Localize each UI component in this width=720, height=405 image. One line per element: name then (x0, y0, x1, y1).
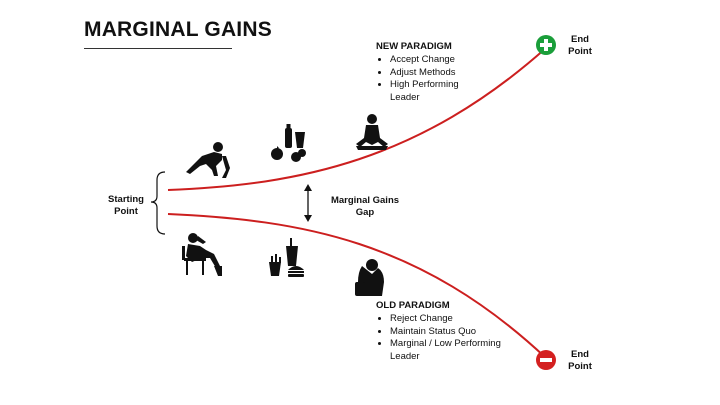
new-paradigm-heading: NEW PARADIGM (376, 41, 452, 52)
end-point-bottom-line2: Point (568, 361, 592, 372)
title-underline (84, 48, 232, 49)
list-item: Reject Change (390, 313, 536, 326)
end-point-bottom-label: End Point (562, 349, 598, 373)
end-point-bottom-line1: End (571, 349, 589, 360)
sad-sitting-icon (355, 259, 384, 296)
new-paradigm-block: NEW PARADIGM Accept Change Adjust Method… (376, 41, 526, 104)
old-paradigm-block: OLD PARADIGM Reject Change Maintain Stat… (376, 300, 536, 363)
old-paradigm-heading: OLD PARADIGM (376, 300, 450, 311)
old-paradigm-curve (167, 213, 547, 359)
sitting-tired-icon (182, 233, 222, 276)
starting-brace (150, 171, 166, 235)
new-paradigm-list: Accept Change Adjust Methods High Perfor… (376, 54, 526, 104)
marginal-gains-gap-label: Marginal Gains Gap (322, 195, 408, 219)
healthy-food-icon (271, 124, 306, 162)
gap-arrow (304, 184, 312, 222)
list-item: Marginal / Low Performing Leader (390, 338, 520, 363)
minus-icon (536, 350, 556, 370)
page-title: MARGINAL GAINS (84, 18, 272, 41)
runner-ready-icon (186, 142, 230, 178)
list-item: High Performing Leader (390, 79, 490, 104)
starting-point-line1: Starting (108, 194, 144, 205)
plus-icon (536, 35, 556, 55)
new-paradigm-curve (167, 47, 547, 191)
gap-label-line1: Marginal Gains (330, 195, 400, 206)
list-item: Adjust Methods (390, 67, 526, 80)
starting-point-label: Starting Point (100, 194, 152, 218)
list-item: Maintain Status Quo (390, 326, 536, 339)
list-item: Accept Change (390, 54, 526, 67)
end-point-top-line2: Point (568, 46, 592, 57)
end-point-top-label: End Point (562, 34, 598, 58)
old-paradigm-list: Reject Change Maintain Status Quo Margin… (376, 313, 536, 363)
junk-food-icon (269, 238, 304, 277)
meditation-icon (356, 114, 388, 150)
end-point-top-line1: End (571, 34, 589, 45)
gap-label-line2: Gap (355, 207, 375, 218)
starting-point-line2: Point (114, 206, 138, 217)
